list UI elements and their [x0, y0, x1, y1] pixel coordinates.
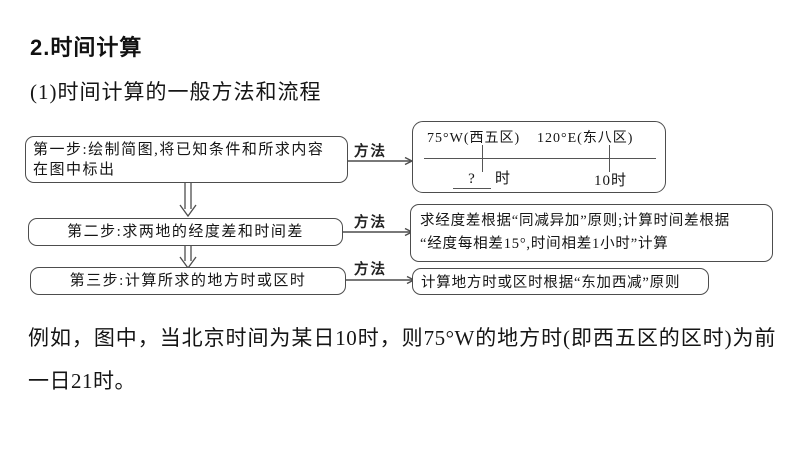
method-3-line1: 计算地方时或区时根据“东加西减”原则 [421, 275, 681, 291]
down-arrow-1-icon [179, 183, 197, 218]
sketch-right-longitude-label: 120°E(东八区) [537, 131, 634, 146]
sketch-timeline [424, 158, 656, 159]
flow-step-2-line1: 第二步:求两地的经度差和时间差 [67, 224, 304, 240]
page-title: 2.时间计算 [30, 35, 143, 60]
method-arrow-3-icon [345, 275, 417, 285]
flow-step-3-line1: 第三步:计算所求的地方时或区时 [69, 273, 307, 289]
method-2-box: 求经度差根据“同减异加”原则;计算时间差根据 “经度每相差15°,时间相差1小时… [410, 204, 773, 262]
method-2-line2: “经度每相差15°,时间相差1小时”计算 [420, 236, 669, 252]
method-3-box: 计算地方时或区时根据“东加西减”原则 [412, 268, 709, 295]
sketch-diagram-box: 75°W(西五区) 120°E(东八区) ?时 10时 [412, 121, 666, 193]
method-arrow-2-icon [342, 227, 415, 237]
example-paragraph: 例如，图中，当北京时间为某日10时，则75°W的地方时(即西五区的区时)为前一日… [28, 326, 776, 393]
sketch-known-time: 10时 [594, 173, 628, 189]
flow-step-1-line1: 第一步:绘制简图,将已知条件和所求内容 [33, 142, 325, 158]
method-2-line1: 求经度差根据“同减异加”原则;计算时间差根据 [420, 213, 730, 229]
sketch-left-longitude-label: 75°W(西五区) [427, 131, 521, 146]
sketch-unknown-time: ?时 [453, 167, 511, 189]
section-subtitle: (1)时间计算的一般方法和流程 [30, 80, 322, 104]
method-label-2: 方法 [354, 215, 387, 231]
method-label-1: 方法 [354, 144, 387, 160]
flow-step-1-box: 第一步:绘制简图,将已知条件和所求内容 在图中标出 [25, 136, 348, 183]
flow-step-2-box: 第二步:求两地的经度差和时间差 [28, 218, 343, 246]
flow-step-1-line2: 在图中标出 [33, 162, 116, 178]
sketch-left-tick [482, 145, 483, 172]
sketch-unknown-time-blank: ? [453, 170, 491, 189]
method-label-3: 方法 [354, 262, 387, 278]
sketch-right-tick [609, 145, 610, 172]
method-arrow-1-icon [347, 156, 415, 166]
sketch-unknown-time-suffix: 时 [495, 171, 512, 187]
flow-step-3-box: 第三步:计算所求的地方时或区时 [30, 267, 346, 295]
